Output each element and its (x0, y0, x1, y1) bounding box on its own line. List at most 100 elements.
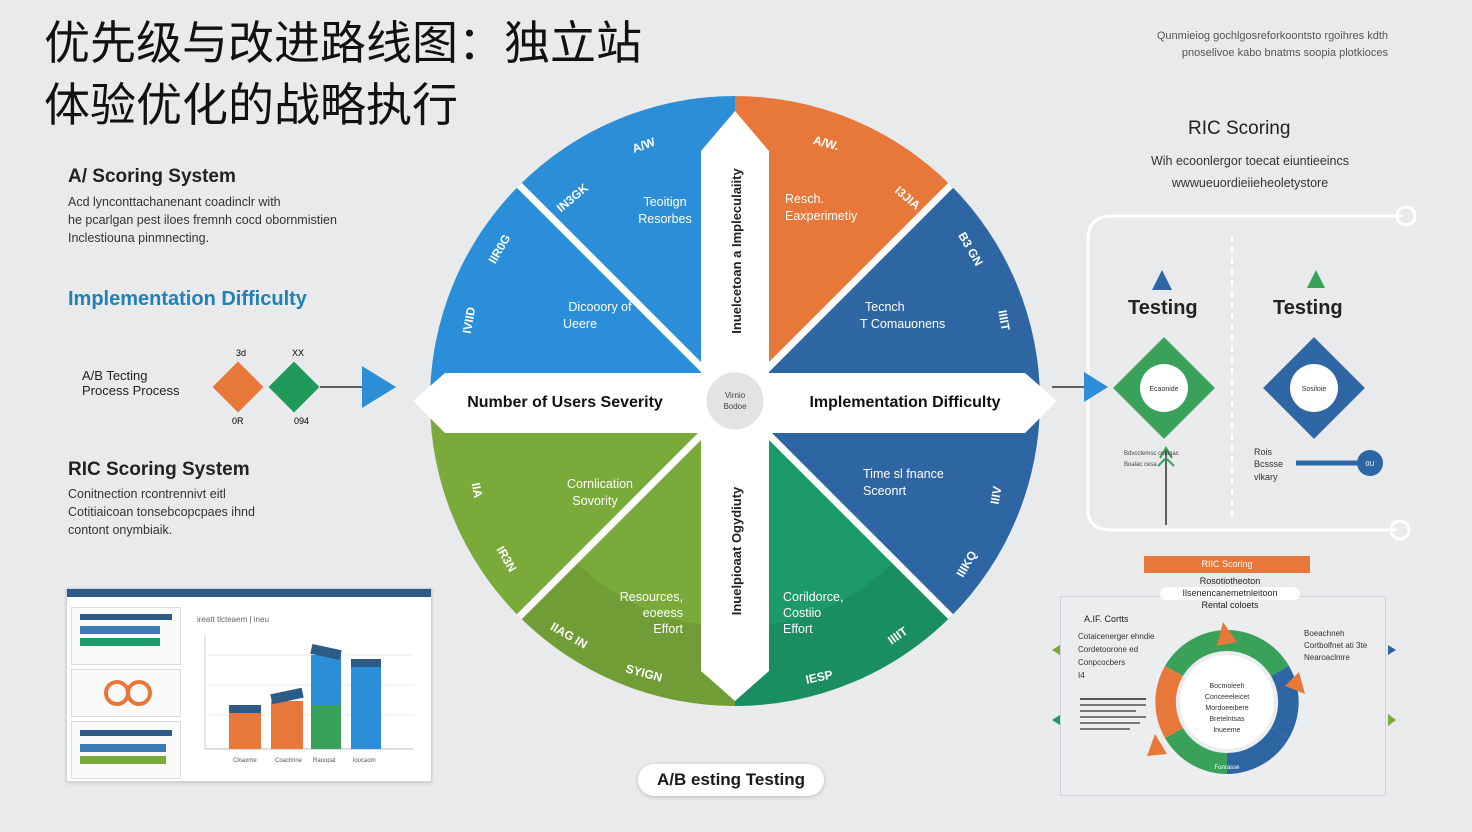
wheel-segment-3 (735, 96, 951, 401)
top-note: Qunmieiog gochlgosreforkoontsto rgoihres… (1088, 28, 1388, 62)
testing-label-2: Testing (1273, 297, 1343, 319)
mini-text-2: Boalac cesa (1124, 462, 1157, 468)
wheel-center-label-1: Virnio (725, 391, 746, 400)
green-diamond (268, 361, 320, 413)
flow-label-line-2: Process Process (82, 383, 180, 398)
cycle-side-arrow-icon (1388, 714, 1396, 726)
slider-label-1: Rois (1254, 447, 1273, 457)
diamond-1-label: Ecaonide (1149, 386, 1178, 393)
cycle-left-lines-graphic (1080, 698, 1146, 730)
dashboard-bar-label: Raoopat (313, 758, 336, 764)
segment-1-label: Resorbes (638, 212, 692, 226)
orange-diamond (212, 361, 264, 413)
segment-6-tag: IIIV (988, 485, 1005, 505)
scoring-system-body: Acd lynconttachanenant coadinclr with he… (68, 193, 388, 247)
cycle-left-line: Cotaicenerger ehndie (1078, 632, 1155, 641)
sprout-icon (1157, 446, 1175, 467)
segment-8-label: Corildorce, (783, 590, 843, 604)
vertical-bottom-label: Inuelpioaat Ogydiuty (729, 486, 744, 615)
mini-text-1: Bdvcctemsc cenigac (1124, 451, 1179, 457)
segment-3-label: Eaxperimetiy (785, 209, 858, 223)
dashboard-card (71, 669, 181, 717)
dashboard-panel: ireatt tlcteaem | ineu Cloaxme Coaclmne … (66, 588, 432, 782)
segment-5-label: Cornlication (567, 477, 633, 491)
cycle-side-arrow-icon (1052, 645, 1060, 655)
cycle-banner: RIIC Scoring (1144, 556, 1310, 573)
flow-label-line-1: A/B Tecting (82, 368, 148, 383)
cycle-side-arrow-icon (1052, 715, 1060, 725)
diamond-2-label: Sosiloie (1302, 386, 1327, 393)
scoring-body-line: he pcarlgan pest iloes fremnh cocd oborn… (68, 213, 337, 227)
wheel-segment-4 (735, 185, 1040, 401)
segment-3-label: Resch. (785, 192, 824, 206)
dashboard-bar (351, 665, 381, 749)
flow-label: A/B Tecting Process Process (82, 368, 180, 398)
title-line-2: 体验优化的战略执行 (44, 78, 458, 132)
scoring-system-title: A/ Scoring System (68, 166, 236, 187)
segment-7-label: Effort (653, 622, 683, 636)
cycle-right-line: Cortbolfnet ati 3te (1304, 641, 1368, 650)
ric-scoring-desc: Wih ecoonlergor toecat eiuntieeincs wwwu… (1100, 150, 1400, 194)
cycle-left-line: Conpcocbers (1078, 658, 1126, 667)
wheel-segment-5 (430, 401, 735, 617)
wheel-segment-1 (519, 96, 735, 401)
flow-arrow-icon (362, 366, 396, 408)
cycle-right-line: Nearoaclmre (1304, 653, 1350, 662)
cycle-center-line: lnueeme (1214, 727, 1241, 734)
right-bar-label: Implementation Difficulty (809, 394, 1000, 411)
ric-desc-line-1: Wih ecoonlergor toecat eiuntieeincs (1150, 154, 1350, 168)
dashboard-bar (311, 655, 341, 705)
flow-top-label-2: XX (292, 348, 304, 358)
dashboard-card (71, 607, 181, 665)
testing-label-1: Testing (1128, 297, 1198, 319)
ab-testing-pill[interactable]: A/B esting Testing (638, 764, 824, 796)
segment-8-label: Costiio (783, 606, 821, 620)
cycle-center-line: Bretelntsas (1209, 716, 1245, 723)
ric-desc-line-2: wwwueuordieiieheoletystore (1171, 176, 1329, 190)
ric-scoring-body: Conitnection rcontrennivt eitl Cotitiaic… (68, 485, 368, 539)
left-bar-label: Number of Users Severity (467, 394, 663, 411)
cycle-center-line: Conceeeleicet (1205, 694, 1249, 701)
flow-bottom-label-1: 0R (232, 416, 244, 426)
scoring-body-line: Inclestiouna pinmnecting. (68, 231, 210, 245)
slider-label-3: vlkary (1254, 472, 1278, 482)
strategy-wheel: Virnio Bodoe Number of Users Severity Im… (413, 96, 1057, 707)
cycle-subtitle: Rosotiotheoton Ilsenencanemetnleitoon Re… (1160, 576, 1300, 611)
wheel-segment-7 (519, 401, 735, 706)
dashboard-bar-chart: Cloaxme Coaclmne Raoopat loocaom (204, 635, 413, 764)
segment-6-label: Time sl fnance (863, 467, 944, 481)
segment-5-tag: IIA (469, 482, 486, 500)
wheel-center (703, 369, 767, 433)
cycle-arrow-icon (1217, 622, 1237, 646)
dashboard-card (71, 721, 181, 779)
cycle-right-text: Boeachneh Cortbolfnet ati 3te Nearoaclmr… (1304, 628, 1367, 664)
ric-body-line: contont onymbiaik. (68, 523, 173, 537)
top-note-line-2: pnoselivoe kabo bnatms soopia plotkioces (1181, 47, 1388, 59)
slider-knob[interactable] (1357, 450, 1383, 476)
wheel-segment-6 (735, 401, 1040, 617)
wheel-segment-2 (430, 185, 735, 401)
segment-7-label: Resources, (620, 590, 683, 604)
cycle-left-title: A.IF. Cortts (1084, 614, 1129, 624)
top-note-line-1: Qunmieiog gochlgosreforkoontsto rgoihres… (1156, 30, 1388, 42)
testing-flow-diagram: Ecaonide Sosiloie Bdvcctemsc cenigac Boa… (1052, 205, 1417, 541)
flow-diagram: 3d XX 0R 094 (212, 348, 396, 426)
cycle-left-line: Cordetoorone ed (1078, 645, 1139, 654)
dashboard-topbar (67, 589, 431, 597)
green-triangle-icon (1307, 270, 1325, 288)
dashboard-bar-label: loocaom (353, 758, 376, 764)
wheel-center-label-2: Bodoe (723, 402, 747, 411)
dashboard-chart-title: ireatt tlcteaem | ineu (197, 615, 269, 624)
ric-scoring-system-title: RIC Scoring System (68, 459, 250, 480)
cycle-bottom-label: Fonrasse (1214, 765, 1240, 771)
segment-4-tag: IIIIT (995, 309, 1012, 332)
vertical-top-label: Inuelcetoan a Impleculaiity (729, 168, 744, 334)
dashboard-bar (311, 705, 341, 749)
cycle-center-line: Bocmoleeh (1209, 683, 1244, 690)
cycle-arrow-icon (1147, 734, 1167, 756)
segment-2-label: Dicooory of (568, 300, 632, 314)
segment-7-label: eoeess (643, 606, 683, 620)
flow-bottom-label-2: 094 (294, 416, 309, 426)
segment-8-label: Effort (783, 622, 813, 636)
segment-1-label: Teoitign (643, 195, 686, 209)
